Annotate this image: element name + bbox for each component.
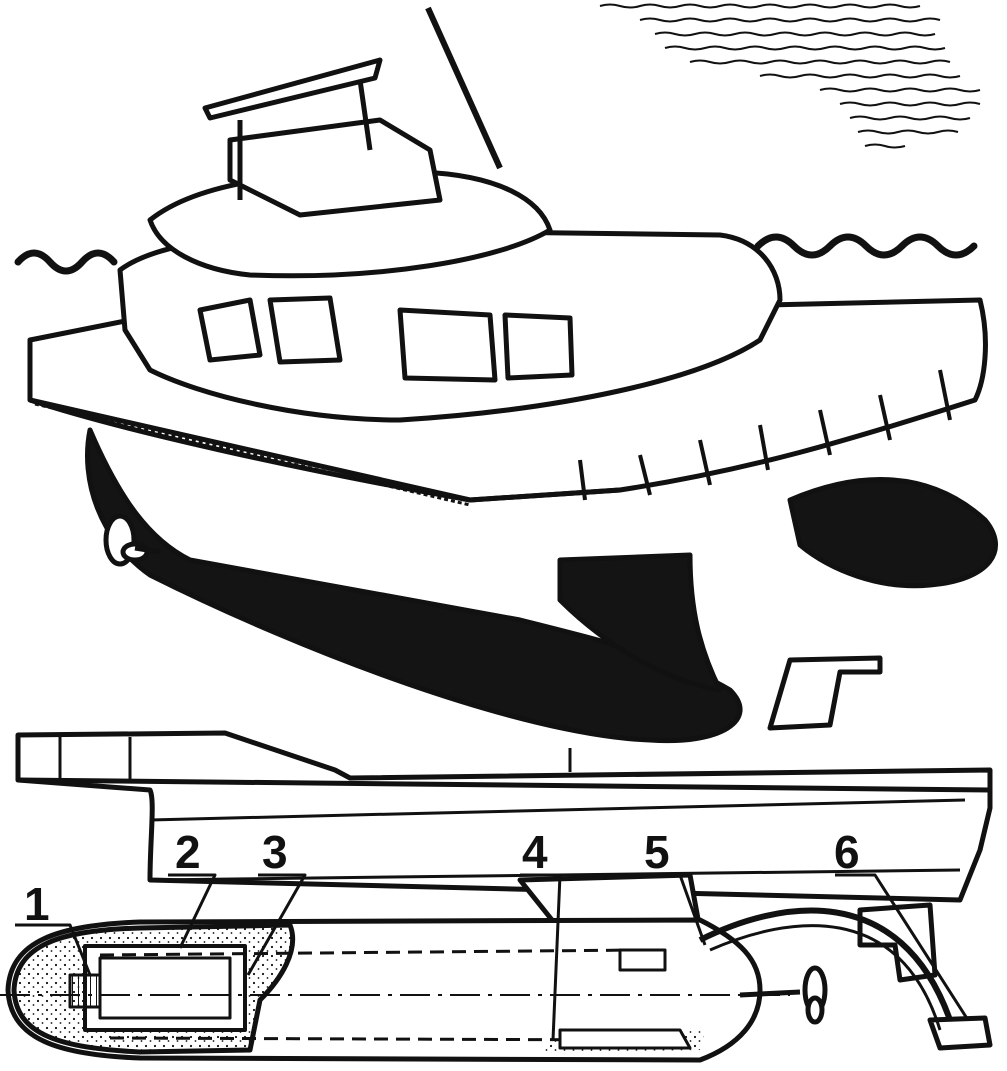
side-propeller	[739, 965, 828, 1025]
flybridge	[227, 117, 443, 218]
rear-box	[618, 948, 667, 972]
propeller	[103, 513, 161, 567]
hull-right	[787, 477, 998, 589]
cabin-window-4	[502, 312, 575, 381]
boat-perspective-view	[27, 57, 998, 744]
cabin-window-3	[397, 307, 498, 383]
hull-fin	[557, 552, 723, 693]
callout-leaders	[15, 873, 970, 1041]
side-deck	[15, 730, 993, 903]
mast	[425, 6, 503, 170]
callout-6: 6	[834, 826, 860, 878]
boat-side-section	[0, 655, 993, 1063]
callout-4: 4	[522, 826, 548, 878]
deck-rail	[578, 369, 952, 501]
side-flybridge	[767, 655, 883, 731]
motor	[68, 973, 102, 1009]
sky-hatching	[599, 3, 981, 149]
callout-3: 3	[262, 826, 288, 878]
control-arc	[698, 907, 953, 1022]
callout-1: 1	[24, 878, 50, 930]
cabin-window-2	[267, 295, 343, 365]
cabin-window-1	[197, 297, 263, 363]
callout-2: 2	[175, 826, 201, 878]
water-waves	[14, 233, 978, 275]
hull-left	[85, 427, 743, 744]
callouts: 1 2 3 4 5 6	[24, 826, 860, 930]
callout-5: 5	[644, 826, 670, 878]
flybridge-top	[202, 57, 383, 121]
